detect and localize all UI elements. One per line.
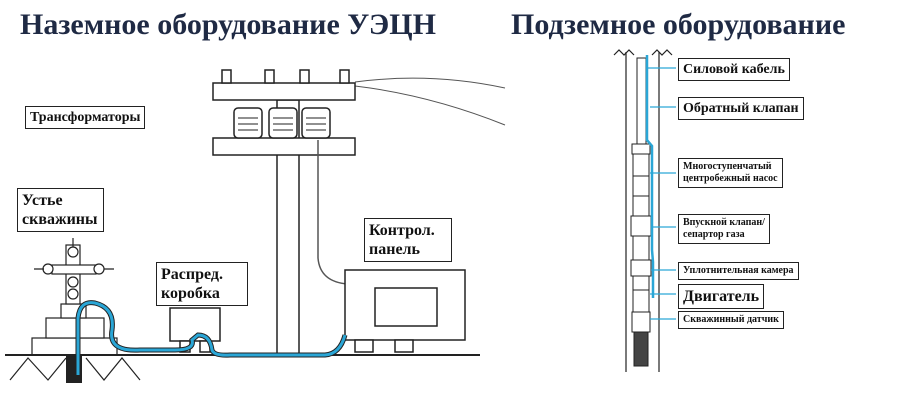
downhole-equipment-title: Подземное оборудование [511,8,846,41]
surface-equipment-title: Наземное оборудование УЭЦН [20,8,436,41]
wellhead-label: Устье скважины [17,188,104,232]
transformers-illustration [233,107,331,139]
wellhead-label-line1: Устье [22,192,63,209]
downhole-sensor-label: Скважинный датчик [678,311,784,329]
control-panel-label-line2: панель [369,241,420,258]
downhole-power-cable [645,55,655,298]
control-panel-illustration [344,269,466,353]
power-lines [354,77,506,126]
wellhead-illustration [31,238,118,356]
check-valve-label: Обратный клапан [678,97,804,120]
intake-separator-label: Впускной клапан/ сепартор газа [678,214,770,244]
pump-label: Многоступенчатый центробежный насос [678,158,783,188]
wellhead-label-line2: скважины [22,211,98,228]
esp-string [630,57,652,367]
motor-label: Двигатель [678,284,765,309]
seal-chamber-label: Уплотнительная камера [678,262,799,280]
power-cable-label: Силовой кабель [678,58,790,81]
junction-box-label-line2: коробка [161,285,220,302]
control-panel-label: Контрол. панель [364,218,452,262]
junction-box-label-line1: Распред. [161,266,223,283]
junction-box-illustration [169,307,221,353]
utility-pole [212,69,356,356]
intake-separator-label-line2: сепартор газа [683,229,745,240]
leader-lines [648,67,676,320]
junction-box-label: Распред. коробка [156,262,248,306]
control-wire [317,140,349,285]
pump-label-line2: центробежный насос [683,173,778,184]
pump-label-line1: Многоступенчатый [683,161,772,172]
transformers-label: Трансформаторы [25,106,146,129]
control-panel-label-line1: Контрол. [369,222,435,239]
intake-separator-label-line1: Впускной клапан/ [683,217,765,228]
